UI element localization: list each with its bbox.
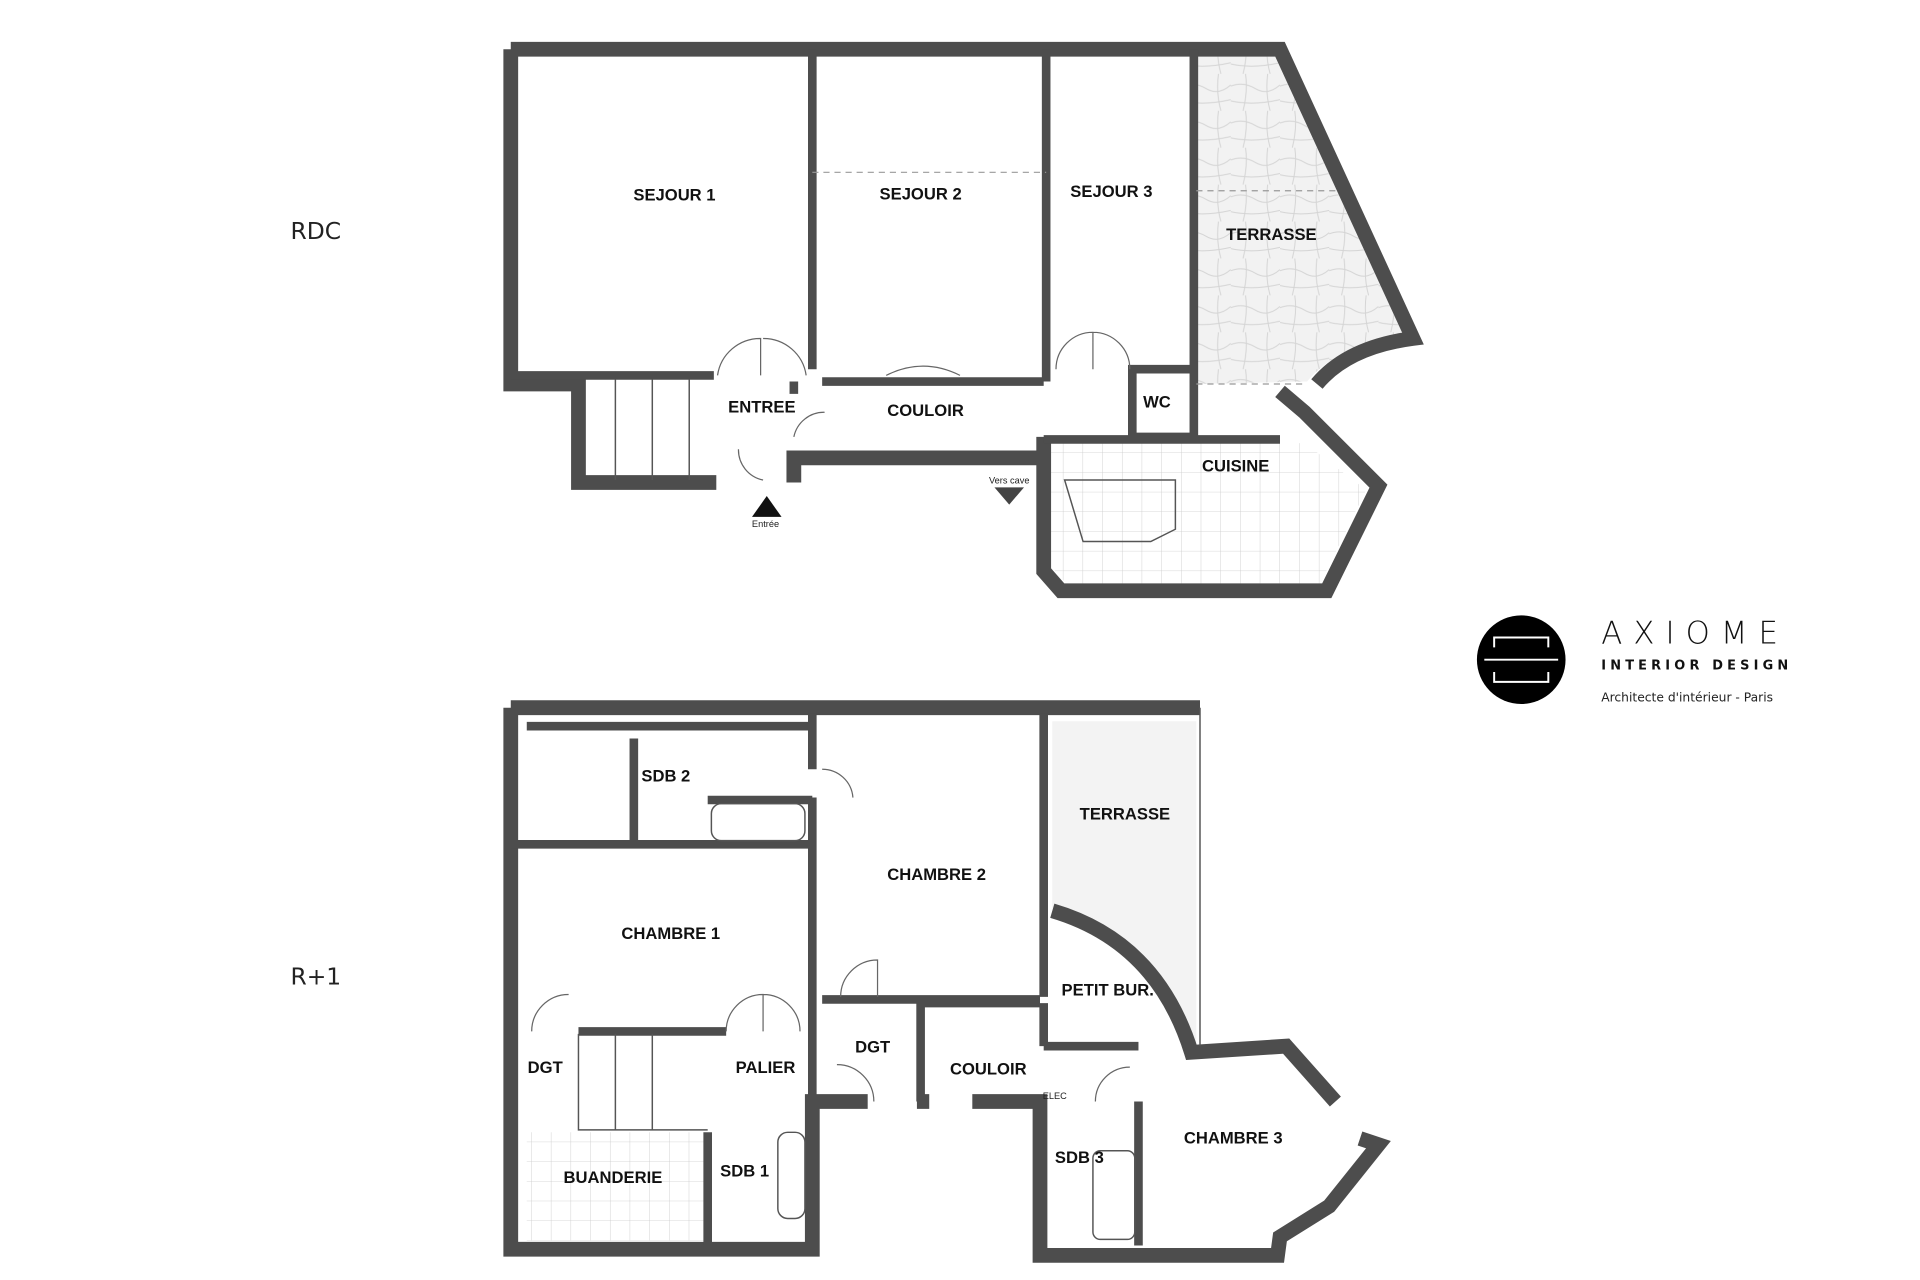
room-label: TERRASSE: [1226, 225, 1316, 244]
terrace-paving: [1196, 56, 1404, 384]
entrance-label: Entrée: [752, 519, 779, 529]
bathtub: [777, 1131, 806, 1220]
logo-tagline: Architecte d'intérieur - Paris: [1601, 691, 1773, 705]
room-label: PETIT BUR.: [1062, 981, 1154, 1000]
logo-subtitle: INTERIOR DESIGN: [1601, 659, 1792, 674]
first-outer-wall: [503, 700, 1391, 1263]
elec-label: ELEC: [1043, 1091, 1067, 1101]
room-label: SEJOUR 2: [880, 184, 962, 203]
room-label: ENTREE: [728, 397, 795, 416]
level-label-rdc: RDC: [290, 217, 341, 245]
room-label: SDB 1: [720, 1162, 769, 1181]
doors: [531, 768, 1130, 1102]
logo-name: AXIOME: [1601, 616, 1789, 652]
cellar-label: Vers cave: [989, 476, 1029, 486]
stairs: [614, 379, 690, 480]
stairs: [577, 1033, 708, 1131]
ground-outer-wall: [503, 41, 1424, 599]
ground-inner-walls: [510, 49, 1280, 444]
first-floor-plan: SDB 2 CHAMBRE 2 TERRASSE CHAMBRE 1 PETIT…: [503, 700, 1391, 1263]
room-label: WC: [1143, 392, 1171, 411]
room-label: CUISINE: [1202, 456, 1269, 475]
room-label: CHAMBRE 3: [1184, 1128, 1283, 1147]
room-label: TERRASSE: [1080, 805, 1170, 824]
terrace-area: [1052, 721, 1197, 1047]
room-label: COULOIR: [887, 401, 964, 420]
room-label: SEJOUR 1: [633, 186, 715, 205]
bathtub: [710, 802, 806, 842]
axiome-logo: AXIOME INTERIOR DESIGN Architecte d'inté…: [1476, 615, 1792, 705]
cellar-arrow-icon: [994, 487, 1024, 505]
room-label: PALIER: [736, 1058, 796, 1077]
bathtub: [1092, 1150, 1136, 1241]
room-label: SDB 3: [1055, 1148, 1104, 1167]
room-label: CHAMBRE 2: [887, 865, 986, 884]
laundry-tiles: [526, 1132, 708, 1241]
doors: [716, 331, 1131, 481]
room-label: SEJOUR 3: [1070, 182, 1152, 201]
room-label: DGT: [855, 1037, 890, 1056]
room-label: BUANDERIE: [564, 1168, 663, 1187]
level-label-r1: R+1: [290, 963, 341, 991]
room-label: DGT: [528, 1058, 563, 1077]
room-label: COULOIR: [950, 1059, 1027, 1078]
first-inner-walls: [510, 713, 1143, 1246]
room-label: SDB 2: [641, 767, 690, 786]
ground-floor-plan: Entrée Vers cave SEJOUR 1 SEJOUR 2 SEJOU…: [503, 41, 1424, 599]
room-label: CHAMBRE 1: [621, 924, 720, 943]
kitchen-island: [1063, 479, 1177, 543]
entrance-arrow-icon: [752, 496, 782, 517]
kitchen-tiles: [1048, 443, 1367, 584]
